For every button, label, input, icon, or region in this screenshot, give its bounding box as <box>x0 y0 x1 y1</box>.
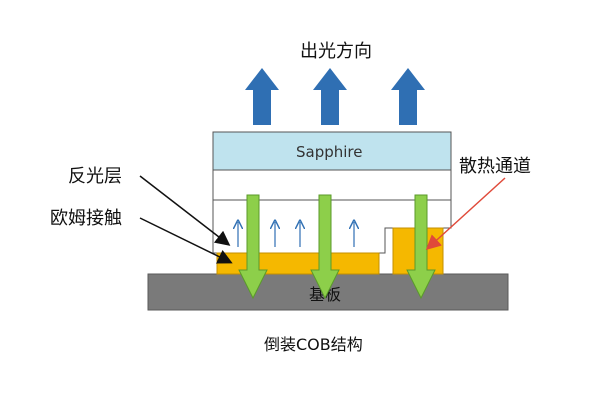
green-down-arrow-right <box>406 194 436 300</box>
ohmic-contact-label: 欧姆接触 <box>50 208 122 229</box>
light-direction-label: 出光方向 <box>300 41 372 62</box>
heat-channel-pointer <box>425 177 506 251</box>
sapphire-label: Sapphire <box>296 143 363 161</box>
sapphire-layer <box>212 131 452 171</box>
blue-up-arrow-middle <box>313 68 347 125</box>
blue-up-arrow-left <box>245 68 279 125</box>
green-down-arrow-left <box>238 194 268 300</box>
green-down-arrow-middle <box>310 194 340 300</box>
light-direction-arrows <box>245 68 425 125</box>
ohmic-contact-pointer <box>139 217 233 264</box>
diagram-caption: 倒装COB结构 <box>264 335 363 354</box>
reflective-layer-pointer <box>139 175 231 246</box>
reflected-light-arrows <box>238 222 354 247</box>
heat-channel-label: 散热通道 <box>459 156 531 177</box>
heat-path-arrows <box>238 194 436 300</box>
blue-up-arrow-right <box>391 68 425 125</box>
reflective-layer-label: 反光层 <box>68 166 122 187</box>
